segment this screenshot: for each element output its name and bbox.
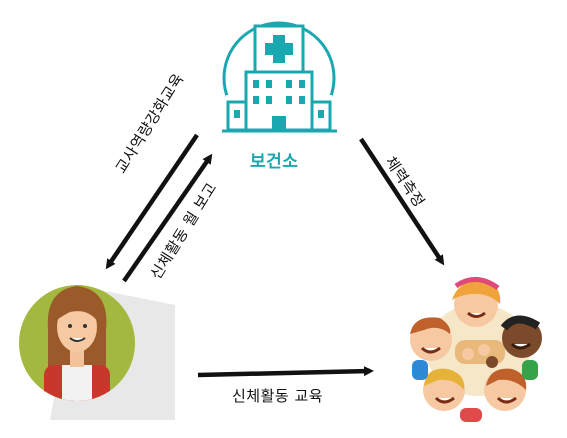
arrow-teacher-to-health bbox=[122, 153, 213, 283]
children-group-icon bbox=[410, 277, 542, 422]
arrow-health-to-teacher bbox=[105, 133, 199, 270]
activity-education-label: 신체활동 교육 bbox=[232, 387, 324, 405]
arrow-teacher-to-children bbox=[197, 366, 374, 378]
health-center-label: 보건소 bbox=[250, 152, 299, 172]
hospital-icon bbox=[222, 21, 337, 135]
teacher-avatar-icon bbox=[19, 285, 175, 420]
arrow-health-to-children bbox=[359, 137, 445, 266]
